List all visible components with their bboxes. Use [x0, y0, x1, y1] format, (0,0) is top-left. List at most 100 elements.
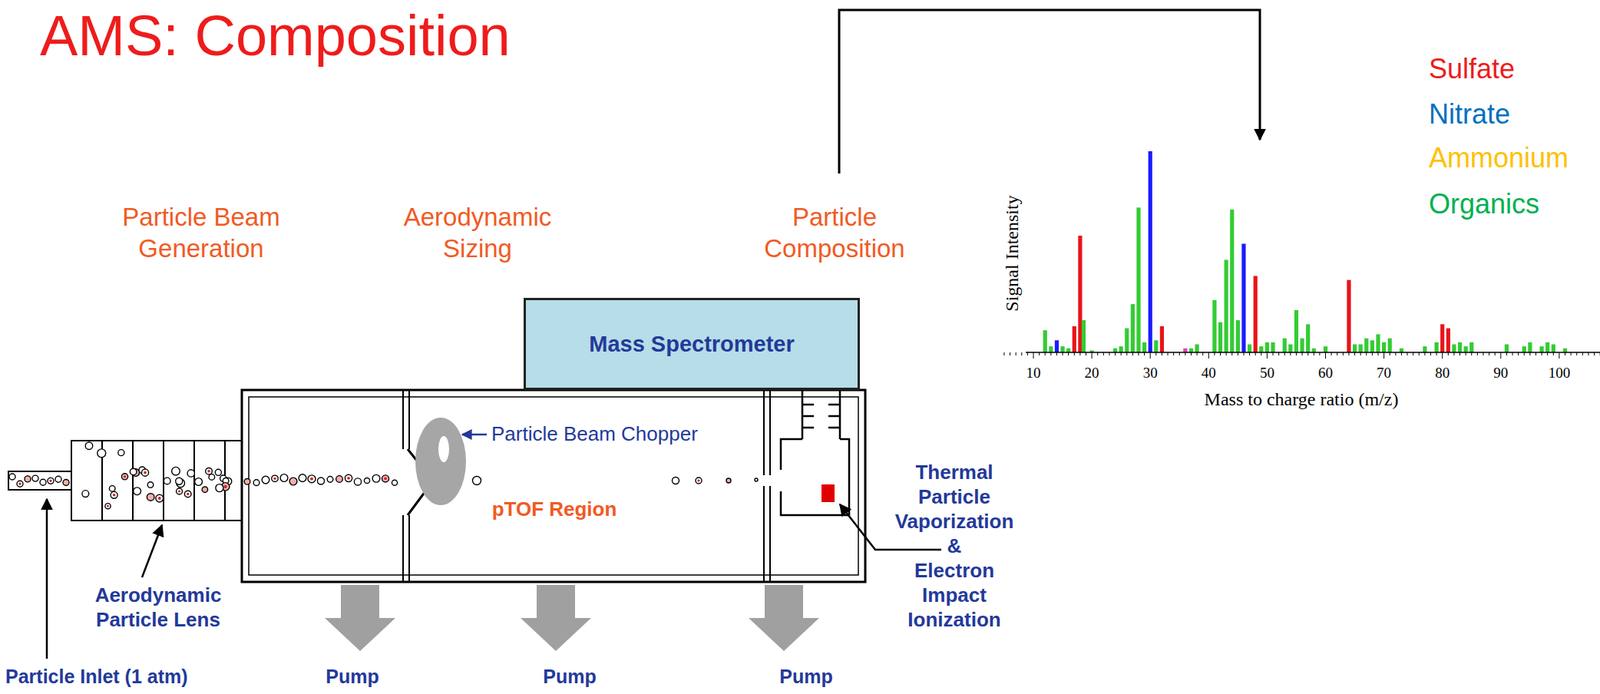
drawing-part [1563, 348, 1567, 353]
drawing-part [1213, 352, 1215, 356]
drawing-part [49, 479, 52, 483]
drawing-part [1412, 352, 1414, 356]
drawing-part [1469, 342, 1474, 353]
drawing-part [16, 480, 24, 487]
vaporizer [821, 484, 835, 503]
drawing-part [253, 479, 260, 486]
drawing-part [1153, 340, 1158, 353]
drawing-part [1119, 346, 1124, 353]
drawing-part [1342, 352, 1344, 356]
drawing-part [1124, 328, 1129, 353]
drawing-part [142, 525, 162, 578]
stage-heading: Particle Composition [727, 201, 943, 265]
drawing-part [317, 477, 324, 485]
drawing-part [1226, 352, 1227, 356]
aerodynamic-lens [71, 440, 242, 521]
drawing-part [244, 478, 251, 485]
leader-arrows [46, 499, 942, 659]
drawing-part [1488, 352, 1490, 356]
drawing-part [1231, 352, 1233, 356]
drawing-part [1539, 346, 1544, 353]
drawing-part [1025, 351, 1600, 354]
drawing-part [1370, 340, 1375, 353]
drawing-part [1044, 352, 1046, 356]
drawing-part [1265, 342, 1270, 353]
legend-entry: Ammonium [1428, 142, 1569, 174]
drawing-part [1130, 304, 1135, 353]
drawing-part [1150, 352, 1151, 359]
drawing-part [1352, 344, 1357, 353]
drawing-part [123, 475, 126, 478]
drawing-part [1190, 352, 1192, 356]
drawing-part [1336, 352, 1338, 356]
drawing-part [1237, 352, 1239, 356]
legend-entry: Sulfate [1428, 53, 1515, 85]
drawing-part [207, 469, 210, 473]
drawing-part [248, 396, 859, 576]
composition-bracket-arrow [839, 9, 1260, 174]
particle-beam [9, 442, 758, 510]
drawing-part [1074, 352, 1075, 356]
drawing-part [1167, 352, 1169, 356]
drawing-part [1284, 352, 1286, 356]
drawing-part [763, 390, 771, 582]
tick-label: 60 [1318, 364, 1333, 383]
drawing-part [1354, 352, 1356, 356]
drawing-part [1194, 344, 1199, 353]
drawing-part [1457, 342, 1462, 353]
drawing-part [9, 473, 16, 480]
drawing-part [110, 491, 118, 499]
drawing-part [1196, 352, 1198, 356]
drawing-part [171, 466, 181, 476]
drawing-part [1079, 352, 1081, 356]
drawing-part [726, 478, 731, 483]
drawing-part [1440, 323, 1445, 353]
drawing-part [155, 494, 164, 503]
drawing-part [195, 478, 203, 486]
drawing-part [1003, 352, 1005, 356]
pump-label: Pump [779, 664, 833, 688]
drawing-part [1436, 352, 1438, 356]
drawing-part [85, 442, 93, 450]
drawing-part [1236, 320, 1240, 353]
drawing-part [1148, 151, 1153, 353]
drawing-part [147, 482, 154, 489]
drawing-part [163, 477, 171, 485]
drawing-part [1365, 352, 1367, 356]
drawing-part [307, 475, 316, 483]
drawing-part [1576, 352, 1577, 356]
drawing-part [1399, 348, 1404, 353]
drawing-part [1360, 352, 1362, 356]
drawing-part [1331, 352, 1333, 356]
drawing-part [353, 478, 361, 486]
drawing-part [1224, 259, 1229, 353]
drawing-part [271, 475, 278, 482]
mass-spectrometer-box: Mass Spectrometer [523, 297, 860, 391]
drawing-part [1202, 352, 1204, 356]
drawing-part [695, 477, 702, 484]
drawing-part [327, 476, 334, 483]
drawing-part [748, 585, 820, 652]
drawing-part [109, 485, 116, 493]
drawing-part [381, 475, 389, 483]
drawing-part [1504, 344, 1509, 353]
tick-label: 70 [1376, 364, 1392, 383]
region-label: pTOF Region [492, 497, 618, 522]
drawing-part [1395, 352, 1396, 356]
drawing-part [118, 449, 125, 457]
drawing-part [1062, 352, 1064, 356]
drawing-part [121, 473, 128, 480]
drawing-part [1517, 352, 1519, 356]
drawing-part [754, 478, 758, 482]
drawing-part [1383, 352, 1385, 359]
chopper-pointer [462, 433, 487, 437]
drawing-part [1401, 352, 1402, 356]
drawing-part [1067, 352, 1069, 356]
drawing-part [1313, 352, 1315, 356]
drawing-part [175, 477, 183, 485]
drawing-part [347, 476, 351, 480]
drawing-part [1208, 352, 1210, 359]
drawing-part [71, 440, 242, 521]
drawing-part [18, 482, 21, 486]
drawing-part [1494, 352, 1496, 356]
